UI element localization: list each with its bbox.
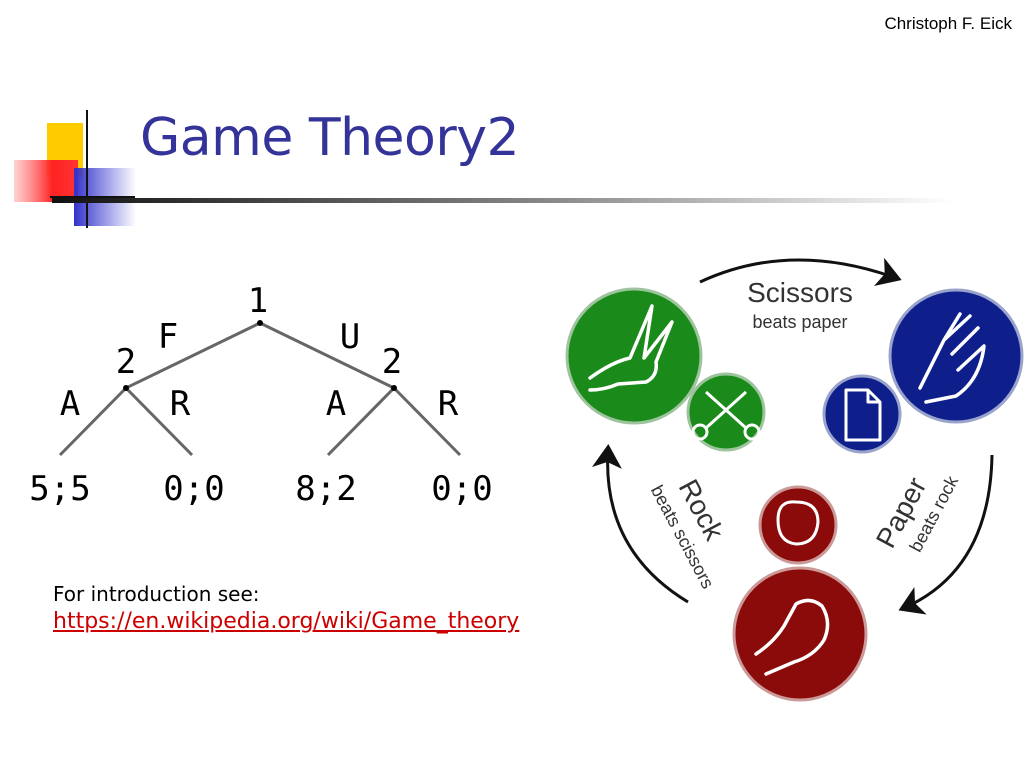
intro-text: For introduction see: [53,582,260,606]
edge-right-a [326,386,396,457]
left-player-label: 2 [116,342,136,382]
right-a-label: A [326,384,346,424]
move-u-label: U [340,317,360,357]
edge-right-r [392,386,462,457]
hand-victory-icon [588,304,674,392]
left-node [123,385,129,391]
payoff-4: 0;0 [431,469,492,509]
fist-icon [754,598,830,676]
stone-icon [776,500,820,546]
rock-small-circle [758,485,838,565]
arrow-paper-to-rock [898,454,994,615]
slide-title: Game Theory2 [140,108,520,168]
open-hand-icon [918,312,986,404]
author-name: Christoph F. Eick [884,14,1012,33]
left-r-label: R [170,384,191,424]
left-a-label: A [60,384,80,424]
edge-left-r [124,386,194,457]
right-node [391,385,397,391]
edge-u [259,321,395,390]
arrow-scissors-to-paper [699,257,902,287]
scissors-label: Scissors [747,277,853,308]
scissors-caption: beats paper [752,312,847,332]
root-node [257,320,263,326]
rock-big-circle [732,566,868,702]
wikipedia-link[interactable]: https://en.wikipedia.org/wiki/Game_theor… [53,609,520,634]
move-f-label: F [158,317,178,357]
logo-red-block [14,160,78,202]
paper-small-circle [822,374,902,454]
paper-big-circle [888,288,1024,424]
scissors-big-circle [565,287,703,425]
edge-left-a [58,386,128,457]
scissors-icon [691,390,761,441]
payoff-2: 0;0 [163,469,224,509]
document-icon [844,388,882,442]
payoff-1: 5;5 [29,469,90,509]
game-tree-diagram: 1 F U 2 2 A R A R 5;5 0;0 8;2 0;0 [29,281,492,509]
edge-f [125,321,261,390]
slide-logo-decoration [14,110,136,228]
payoff-3: 8;2 [295,469,356,509]
rock-paper-scissors-diagram: Scissors beats paper Rock beats scissors… [565,257,1024,702]
title-underline [52,198,952,203]
scissors-small-circle [686,372,766,452]
arrow-rock-to-scissors [591,444,689,604]
right-r-label: R [438,384,459,424]
right-player-label: 2 [382,342,402,382]
root-player-label: 1 [248,281,268,321]
